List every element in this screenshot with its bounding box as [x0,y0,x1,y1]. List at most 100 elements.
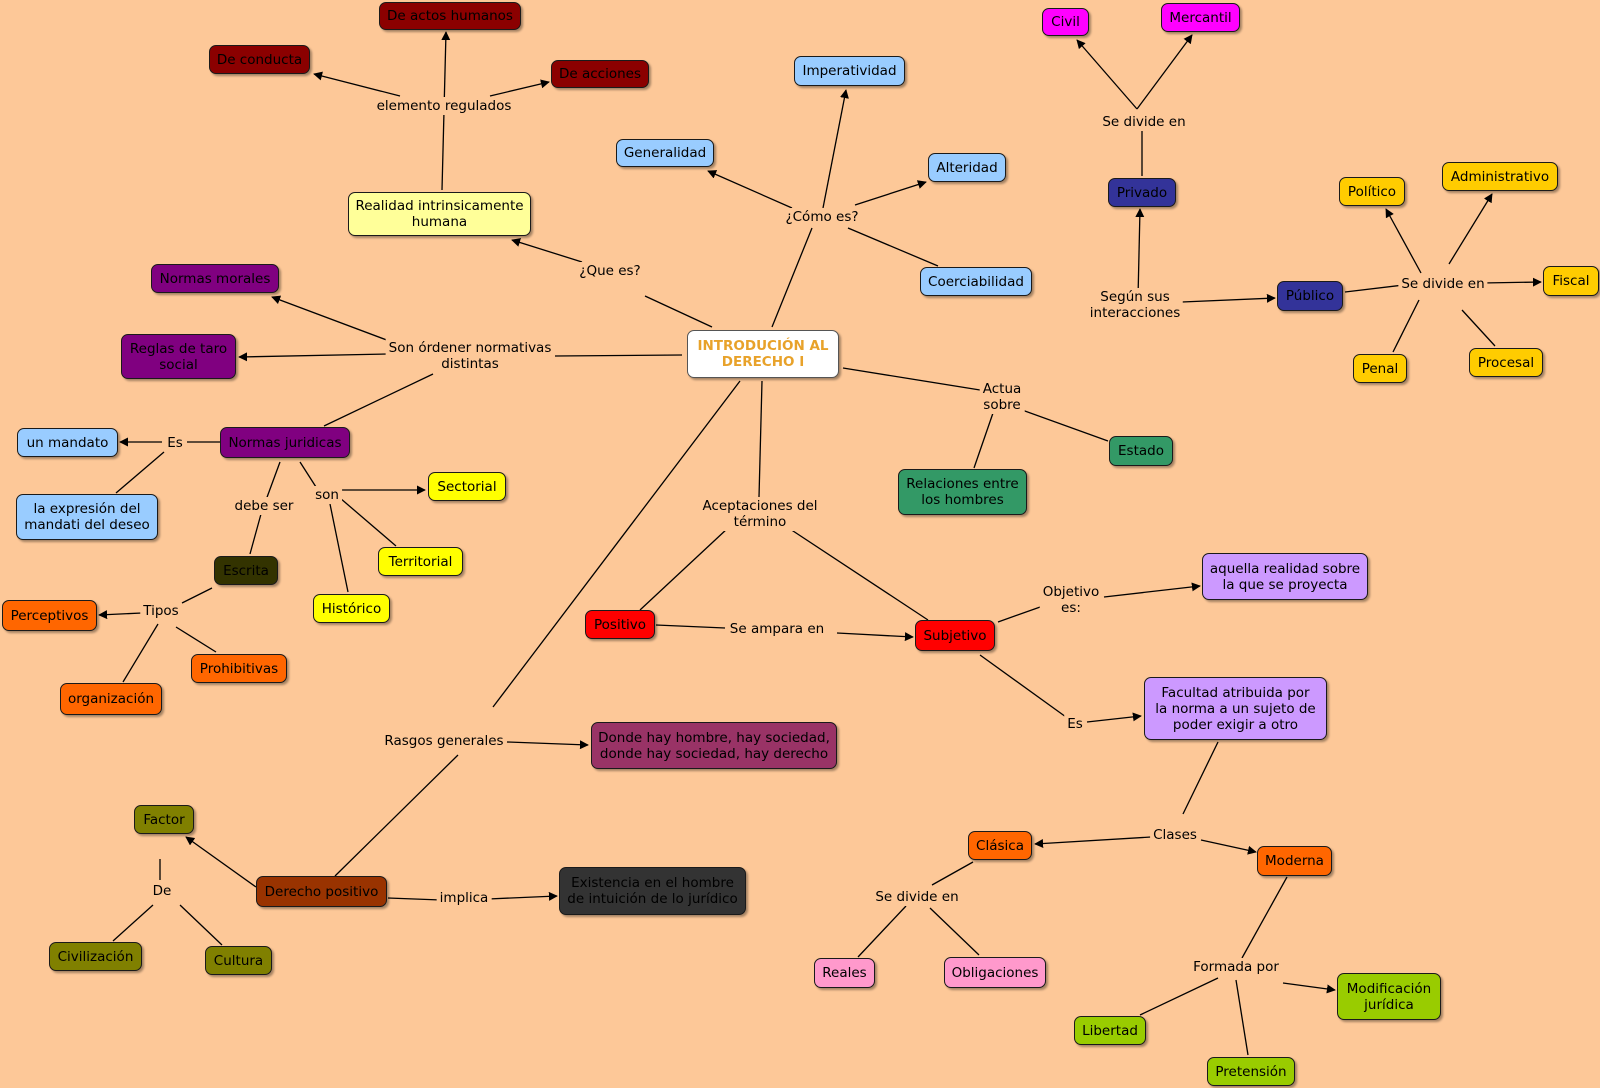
connector-line [98,610,143,620]
connector-line [1344,284,1405,293]
node-realidad-intrinsicamente[interactable]: Realidad intrinsicamente humana [348,192,531,236]
node-prohibitivas[interactable]: Prohibitivas [191,654,287,683]
connector-line [489,79,550,97]
node-normas-juridicas[interactable]: Normas juridicas [220,427,350,458]
connector-line [707,170,793,209]
node-historico[interactable]: Histórico [313,594,390,623]
label-elemento-regulados: elemento regulados [373,97,515,115]
node-organizacion[interactable]: organización [60,683,162,715]
label-son: son [312,486,342,504]
node-la-expresion[interactable]: la expresión del mandati del deseo [16,494,158,540]
node-aquella-realidad[interactable]: aquella realidad sobre la que se proyect… [1202,553,1368,600]
label-de: De [149,882,175,900]
node-mercantil[interactable]: Mercantil [1161,3,1240,32]
connector-line [1103,582,1201,598]
node-penal[interactable]: Penal [1353,354,1407,383]
connector-line [973,412,994,469]
connector-line [758,380,763,498]
node-donde-hay-hombre[interactable]: Donde hay hombre, hay sociedad, donde ha… [591,722,837,769]
node-positivo[interactable]: Positivo [585,610,655,639]
node-modificacion[interactable]: Modificación jurídica [1337,973,1441,1020]
node-coerciabilidad[interactable]: Coerciabilidad [920,267,1032,296]
connector-line [329,503,349,593]
node-cultura[interactable]: Cultura [205,946,272,975]
connector-line [997,605,1044,623]
node-alteridad[interactable]: Alteridad [928,153,1006,182]
connector-line [1076,39,1138,110]
connector-line [639,527,729,611]
connector-line [492,380,741,708]
node-de-conducta[interactable]: De conducta [209,45,310,74]
node-subjetivo[interactable]: Subjetivo [915,620,995,651]
label-objetivo-es: Objetivo es: [1039,583,1103,617]
node-derecho-positivo[interactable]: Derecho positivo [256,876,387,907]
connector-line [931,861,974,886]
label-es-mandato: Es [164,434,186,452]
label-rasgos-generales: Rasgos generales [381,732,507,750]
node-clasica[interactable]: Clásica [968,831,1032,860]
label-formada-por: Formada por [1190,958,1282,976]
node-civilizacion[interactable]: Civilización [49,942,142,971]
node-generalidad[interactable]: Generalidad [616,139,714,167]
node-sectorial[interactable]: Sectorial [428,472,506,501]
connector-line [842,367,981,391]
connector-line [175,626,217,653]
node-administrativo[interactable]: Administrativo [1442,162,1558,191]
root-node[interactable]: INTRODUCIÓN AL DERECHO I [687,330,839,378]
label-implica: implica [436,889,492,907]
node-fiscal[interactable]: Fiscal [1543,266,1599,296]
node-perceptivos[interactable]: Perceptivos [2,600,97,631]
connector-line [387,897,442,901]
node-privado[interactable]: Privado [1108,178,1176,207]
connector-line [1448,193,1493,265]
node-publico[interactable]: Público [1277,281,1343,311]
node-obligaciones[interactable]: Obligaciones [944,957,1046,988]
label-es-facultad: Es [1064,715,1086,733]
connector-line [1282,982,1336,994]
node-procesal[interactable]: Procesal [1469,348,1543,377]
node-politico[interactable]: Político [1339,177,1405,206]
node-facultad-atribuida[interactable]: Facultad atribuida por la norma a un suj… [1144,677,1327,740]
label-debe-ser: debe ser [231,497,297,515]
label-se-divide-en-clasica: Se divide en [872,888,962,906]
node-pretension[interactable]: Pretensión [1207,1057,1295,1086]
node-un-mandato[interactable]: un mandato [17,428,118,457]
connector-line [1182,741,1219,815]
node-normas-morales[interactable]: Normas morales [151,264,279,293]
node-imperatividad[interactable]: Imperatividad [794,56,905,86]
label-actua-sobre: Actua sobre [979,380,1025,414]
connector-line [857,905,907,958]
label-segun-sus-interacciones: Según sus interacciones [1086,288,1184,322]
connector-line [929,907,980,956]
label-se-divide-en-publico: Se divide en [1398,275,1488,293]
connector-line [655,624,726,629]
node-escrita[interactable]: Escrita [214,556,278,585]
node-de-actos-humanos[interactable]: De actos humanos [379,2,521,30]
node-libertad[interactable]: Libertad [1074,1016,1146,1045]
connector-line [299,461,317,488]
connector-line [112,904,154,942]
node-factor[interactable]: Factor [134,805,194,834]
connector-line [979,654,1067,718]
node-civil[interactable]: Civil [1042,8,1089,36]
connector-line [185,836,257,888]
connector-line [854,180,927,206]
node-reales[interactable]: Reales [814,958,875,988]
connector-line [115,451,165,494]
connector-line [1385,208,1422,274]
connector-line [506,740,589,750]
connector-line [1481,277,1542,287]
connector-line [771,227,813,328]
node-de-acciones[interactable]: De acciones [551,60,649,88]
connector-line [487,891,558,901]
node-reglas-de-taro[interactable]: Reglas de taro social [121,334,236,379]
connector-line [265,461,281,501]
node-estado[interactable]: Estado [1109,436,1173,466]
node-relaciones-entre[interactable]: Relaciones entre los hombres [898,469,1027,515]
connector-line [1181,293,1276,303]
label-se-divide-en-privado: Se divide en [1099,113,1189,131]
node-moderna[interactable]: Moderna [1257,846,1332,876]
node-existencia[interactable]: Existencia en el hombre de intuición de … [559,867,746,915]
node-territorial[interactable]: Territorial [378,547,463,576]
